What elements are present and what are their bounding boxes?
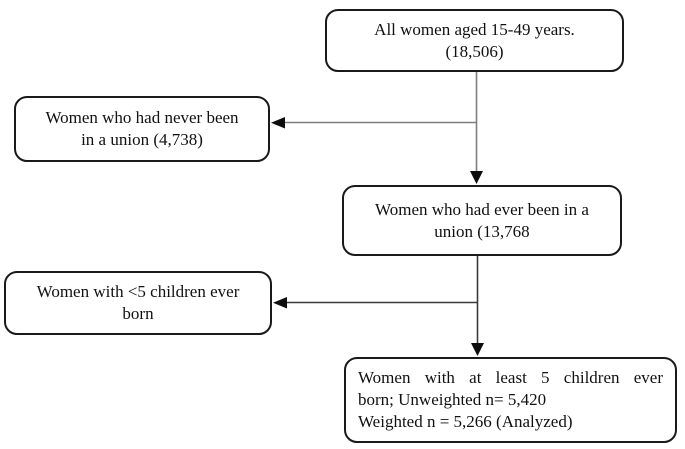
node-all-women: All women aged 15-49 years. (18,506) [325, 9, 624, 72]
node-text-line: Women with at least 5 children ever [358, 368, 663, 387]
arrow-down-icon [471, 343, 484, 356]
arrow-left-icon [271, 117, 285, 129]
node-text-line: born; Unweighted n= 5,420 [358, 390, 547, 409]
node-text-line: Women with <5 children ever [36, 282, 240, 301]
node-never-in-union: Women who had never been in a union (4,7… [14, 96, 270, 162]
arrow-left-icon [273, 297, 287, 309]
node-text-line: All women aged 15-49 years. [374, 19, 575, 39]
node-ever-in-union: Women who had ever been in a union (13,7… [342, 185, 622, 256]
arrow-down-icon [470, 171, 483, 184]
node-text-line: Women who had ever been in a [375, 199, 589, 219]
node-text-line: born [122, 304, 154, 323]
node-less-than-5-children: Women with <5 children ever born [4, 271, 272, 335]
node-text-line: in a union (4,738) [81, 130, 203, 149]
node-text-line: Weighted n = 5,266 (Analyzed) [358, 412, 573, 431]
node-analyzed-sample: Women with at least 5 children ever born… [344, 357, 677, 443]
node-text-line: Women who had never been [45, 108, 239, 127]
node-text-line: (18,506) [445, 41, 504, 61]
node-text-line: union (13,768 [434, 221, 530, 241]
